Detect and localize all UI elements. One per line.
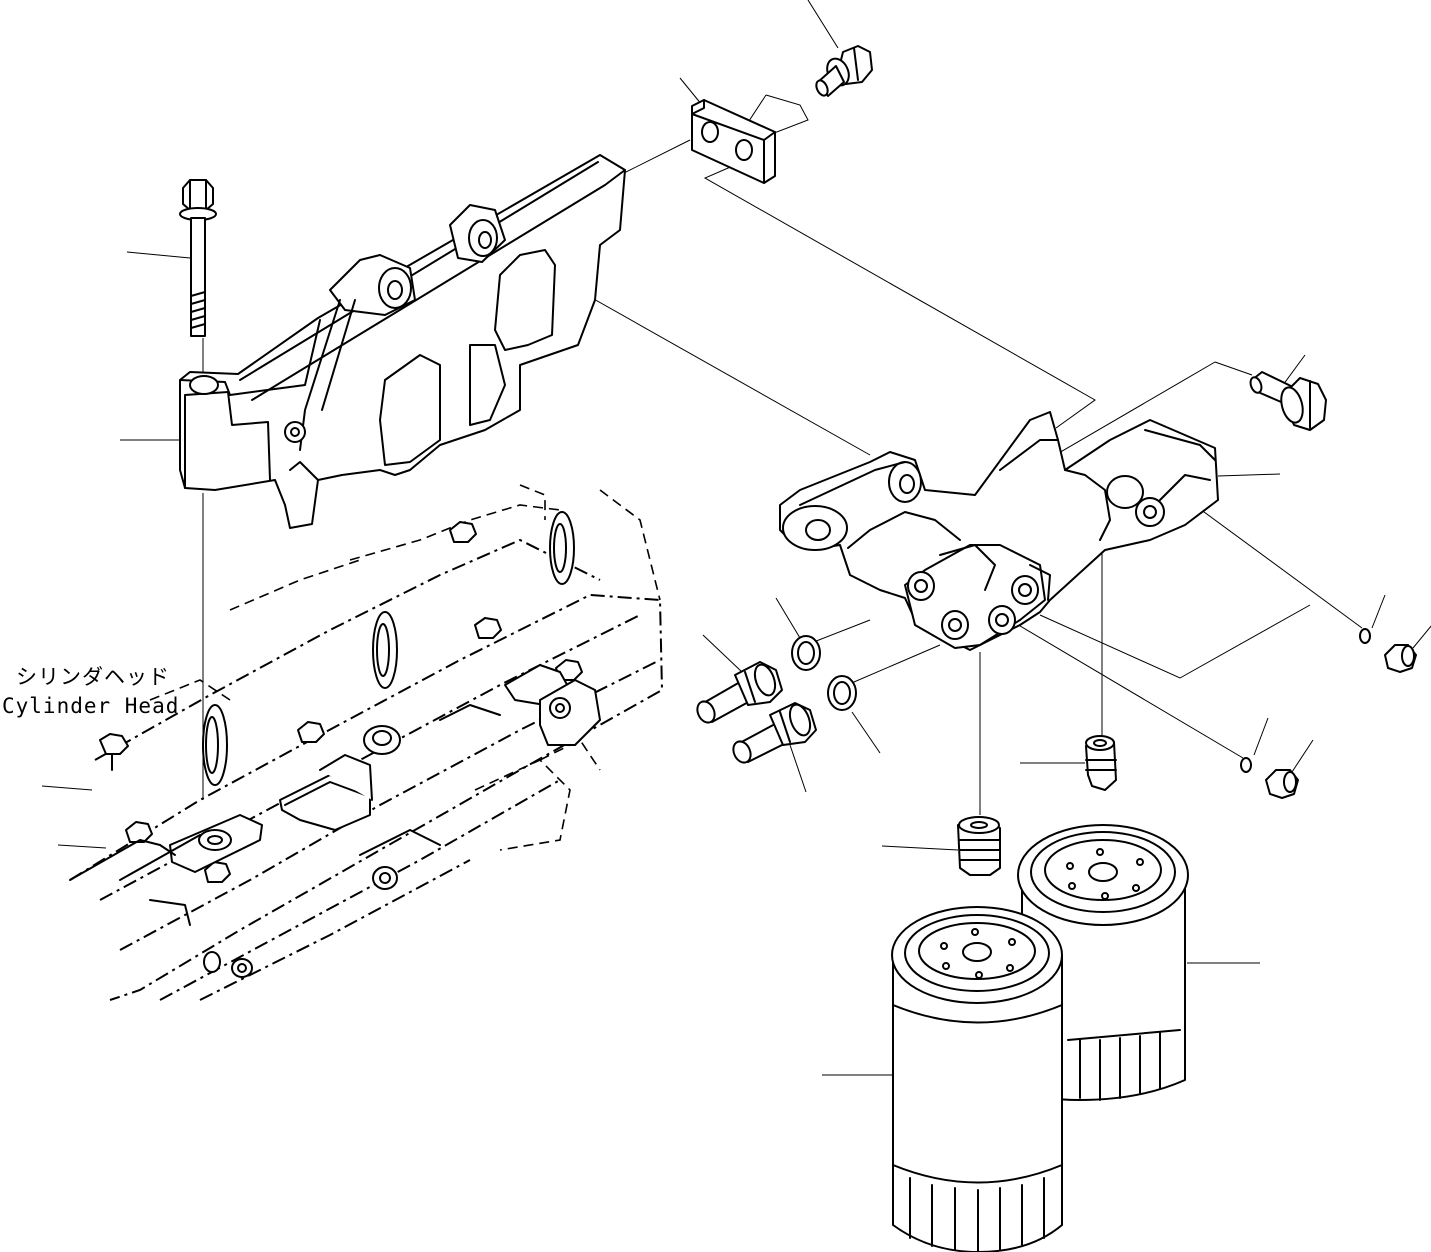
cylinder-head-phantom xyxy=(69,484,664,1001)
plug-lower xyxy=(1240,757,1299,799)
cylinder-head-label-jp: シリンダヘッド xyxy=(16,665,170,689)
cylinder-head-details xyxy=(69,511,601,978)
check-valve xyxy=(1085,735,1117,791)
plug-upper xyxy=(1359,628,1417,673)
connector-nipple-upper xyxy=(696,661,783,724)
gasket-lower xyxy=(827,675,857,711)
cylinder-head-label-en: Cylinder Head xyxy=(2,694,180,718)
gasket-upper xyxy=(791,635,821,671)
filter-head xyxy=(779,411,1219,651)
flange-bolt-right xyxy=(1249,371,1327,431)
filter-cartridge-front xyxy=(891,906,1063,1252)
leader-lines xyxy=(41,0,1431,1076)
spacer-plate xyxy=(691,99,776,184)
flange-bolt-top xyxy=(815,45,873,97)
long-bolt xyxy=(179,179,217,337)
filter-bracket xyxy=(179,154,626,529)
relief-valve xyxy=(957,816,1001,876)
connector-nipple-lower xyxy=(732,702,817,764)
